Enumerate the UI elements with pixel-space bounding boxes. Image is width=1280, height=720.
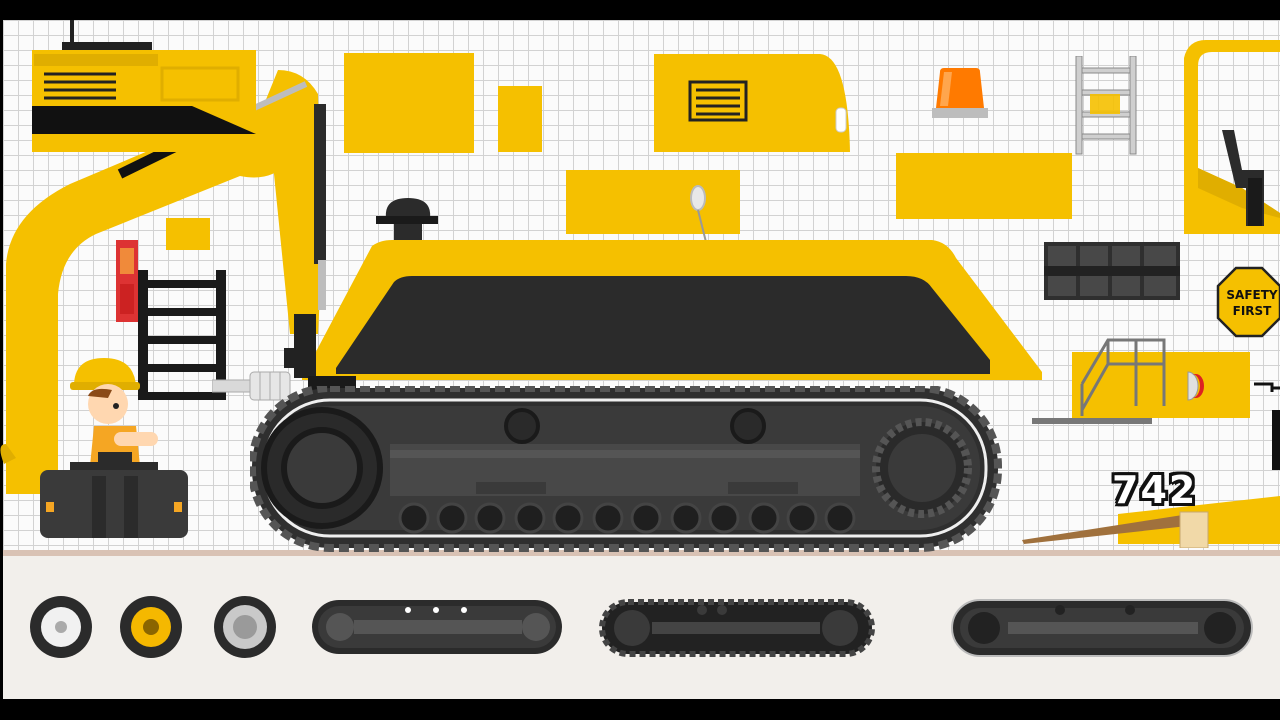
yellow-panel-part[interactable] <box>566 170 740 234</box>
yellow-panel-part[interactable] <box>344 53 474 153</box>
gray-wheel-icon[interactable] <box>28 594 94 660</box>
yellow-rim-wheel-icon[interactable] <box>118 594 184 660</box>
crawler-track-long-icon[interactable] <box>950 596 1254 660</box>
yellow-panel-part[interactable] <box>498 86 542 152</box>
railing-platform-part[interactable] <box>1032 336 1254 428</box>
tail-light-part[interactable] <box>116 240 140 324</box>
side-mirror-part[interactable] <box>686 182 718 246</box>
black-ladder-part[interactable] <box>138 270 230 402</box>
hook-part[interactable] <box>1250 378 1280 472</box>
crawler-track-short-icon[interactable] <box>310 596 564 658</box>
score-counter: 742 <box>1112 468 1198 512</box>
crawler-track-spiked-icon[interactable] <box>598 596 876 660</box>
yellow-panel-part[interactable] <box>166 218 210 250</box>
safety-first-sign[interactable]: SAFETY FIRST <box>1216 266 1280 338</box>
safety-sign-line1: SAFETY <box>1226 288 1278 302</box>
ground-line <box>3 550 1280 556</box>
safety-sign-line2: FIRST <box>1233 304 1273 318</box>
track-pads-part[interactable] <box>1044 242 1182 300</box>
ramp-part[interactable] <box>1020 482 1280 548</box>
excavator-cab-part[interactable] <box>32 20 258 154</box>
metal-ladder-part[interactable] <box>1074 56 1138 156</box>
operator-cab-part[interactable] <box>1182 38 1280 236</box>
excavator-main-body[interactable] <box>276 238 1048 398</box>
crawler-track-assembly[interactable] <box>250 386 1002 552</box>
engine-hood-part[interactable] <box>652 52 852 154</box>
exhaust-cap-part[interactable] <box>376 196 440 244</box>
battery-box-part[interactable] <box>38 462 190 540</box>
silver-rim-wheel-icon[interactable] <box>212 594 278 660</box>
construction-worker-character[interactable] <box>68 356 164 466</box>
warning-beacon-part[interactable] <box>928 66 992 122</box>
yellow-panel-part[interactable] <box>896 153 1072 219</box>
